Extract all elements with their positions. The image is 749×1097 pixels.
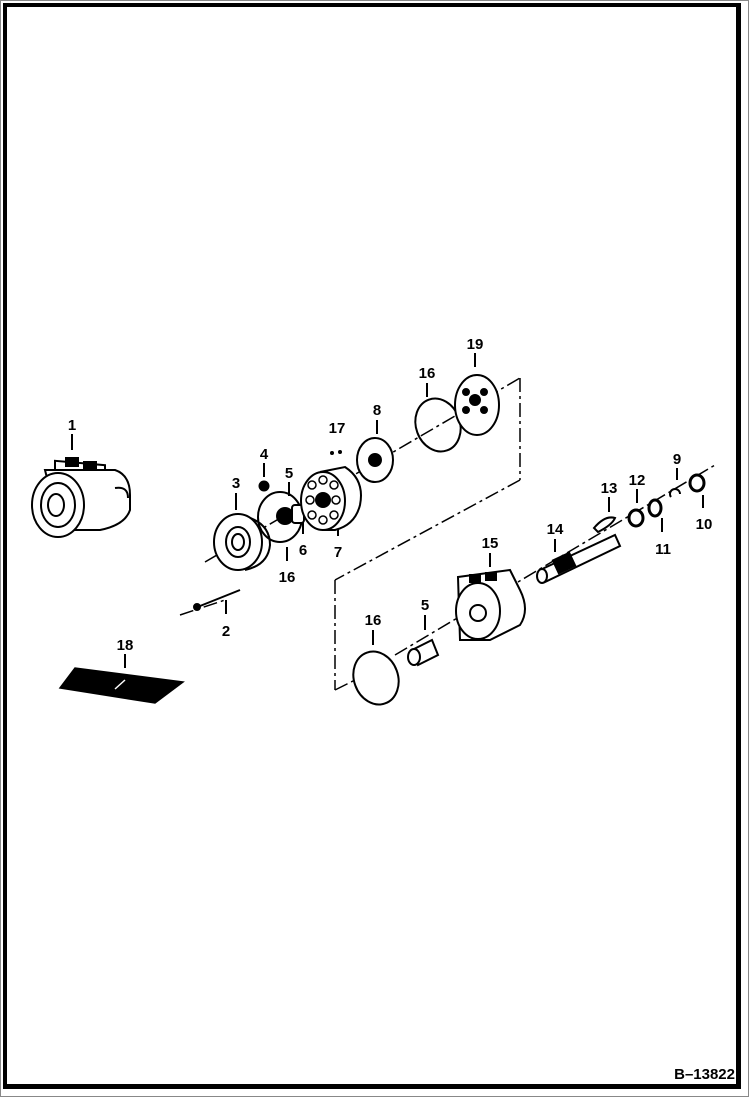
- callout-15: 15: [481, 535, 499, 552]
- callout-1: 1: [67, 417, 77, 434]
- callout-16-upper: 16: [418, 365, 436, 382]
- callout-10: 10: [695, 516, 713, 533]
- part-17-check-balls-icon: [330, 450, 342, 455]
- callout-16-lower: 16: [364, 612, 382, 629]
- callout-5-lower: 5: [420, 597, 430, 614]
- callout-17: 17: [328, 420, 346, 437]
- figure-number: B–13822: [674, 1066, 735, 1083]
- part-13-key-icon: [592, 516, 617, 534]
- part-16-o-ring-lower-icon: [352, 650, 400, 706]
- part-1-motor-icon: [31, 457, 131, 538]
- part-5-lower-spacer-icon: [407, 638, 440, 667]
- callout-2: 2: [221, 623, 231, 640]
- part-15-housing-icon: [455, 568, 526, 641]
- callout-8: 8: [372, 402, 382, 419]
- part-11-seal-icon: [647, 498, 663, 518]
- part-4-plug-icon: [258, 480, 270, 492]
- part-8-plate-icon: [356, 437, 394, 483]
- part-12-seal-icon: [627, 508, 645, 528]
- part-9-retaining-ring-icon: [669, 488, 681, 498]
- callout-11: 11: [655, 541, 671, 558]
- part-7-gerotor-icon: [300, 465, 362, 531]
- callout-4: 4: [259, 446, 269, 463]
- callout-14: 14: [546, 521, 564, 538]
- diagram-frame: [3, 3, 741, 1089]
- part-19-valve-plate-icon: [454, 374, 500, 436]
- callout-3: 3: [231, 475, 241, 492]
- callout-5: 5: [284, 465, 294, 482]
- callout-13: 13: [600, 480, 618, 497]
- callout-16-end-cover: 16: [278, 569, 296, 586]
- part-14-shaft-icon: [536, 533, 622, 584]
- part-3-end-cover-icon: [213, 513, 272, 571]
- callout-18: 18: [116, 637, 134, 654]
- callout-19: 19: [466, 336, 484, 353]
- part-10-washer-icon: [688, 473, 706, 493]
- callout-7: 7: [333, 544, 343, 561]
- callout-12: 12: [628, 472, 646, 489]
- part-2-bolt-icon: [193, 589, 241, 611]
- part-5-spacer-icon: [257, 491, 305, 543]
- callout-6: 6: [298, 542, 308, 559]
- callout-9: 9: [672, 451, 682, 468]
- part-18-seal-kit-icon: [58, 667, 185, 704]
